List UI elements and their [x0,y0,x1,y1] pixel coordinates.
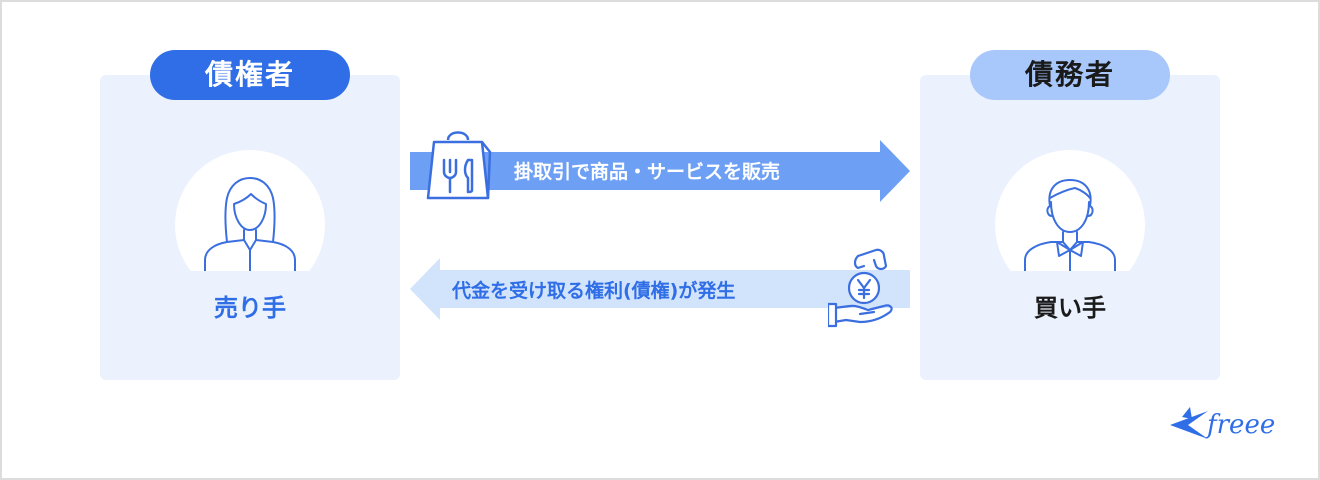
shopping-bag-icon [426,122,492,206]
yen-coin-hand-icon [826,246,900,334]
man-avatar-icon [1024,179,1116,271]
debtor-pill: 債務者 [970,50,1170,100]
creditor-pill: 債権者 [150,50,350,100]
freee-logo-icon [1168,405,1210,447]
sales-arrow-label: 掛取引で商品・サービスを販売 [514,161,781,183]
woman-avatar-icon [204,177,296,271]
buyer-avatar [995,150,1145,271]
sales-arrow [410,140,910,202]
seller-role-label: 売り手 [214,294,286,322]
payment-right-arrow [410,258,910,320]
buyer-role-label: 買い手 [1034,294,1106,322]
seller-avatar [175,150,325,271]
freee-logo-text: freee [1207,410,1276,440]
payment-right-arrow-label: 代金を受け取る権利(債権)が発生 [452,280,736,302]
